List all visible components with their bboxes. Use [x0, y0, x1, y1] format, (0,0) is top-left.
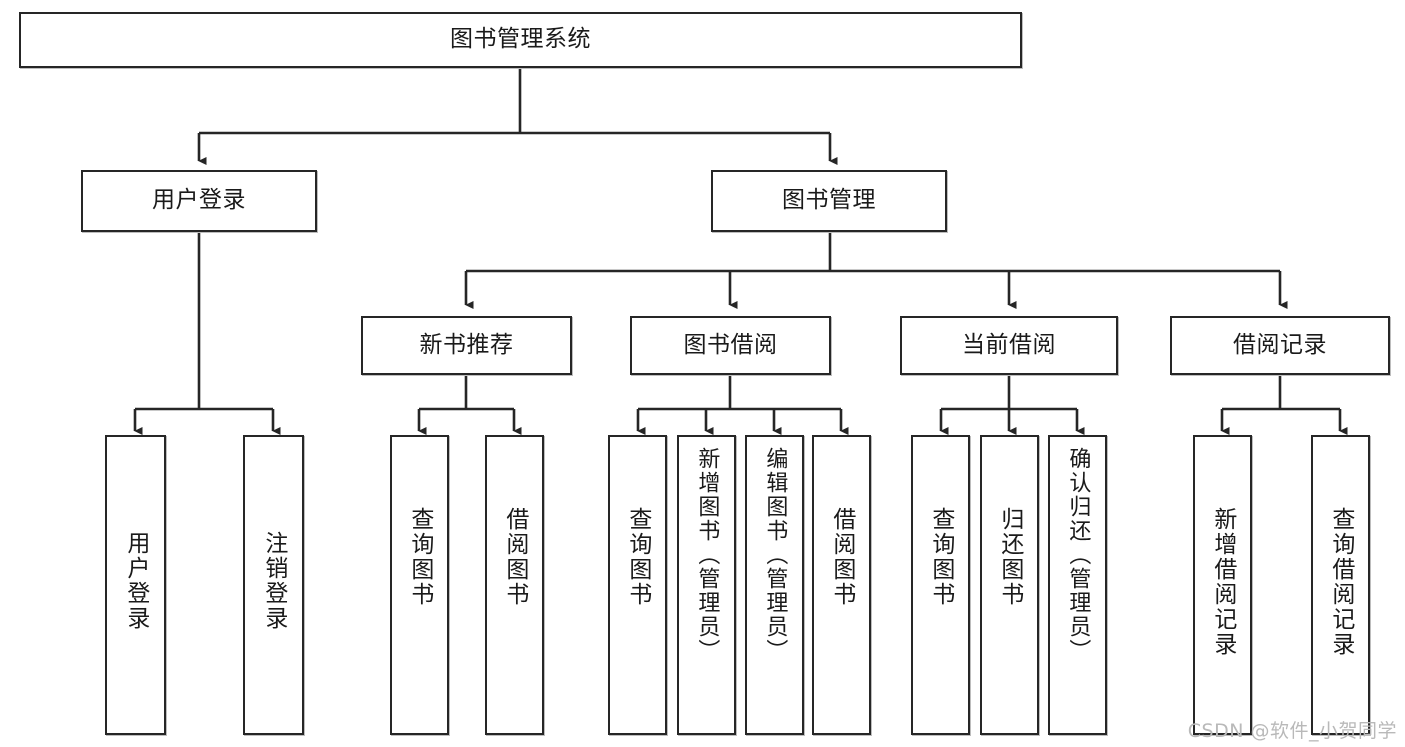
node-label: 查询借阅记录: [1327, 507, 1354, 657]
leaf-current-return-book[interactable]: 归还图书: [980, 435, 1039, 735]
node-label: 新书推荐: [419, 331, 514, 358]
node-new-book-recommend[interactable]: 新书推荐: [361, 316, 572, 375]
node-label: 查询图书: [406, 507, 433, 607]
node-label: 确认归还（管理员）: [1065, 447, 1091, 663]
leaf-current-confirm-return-admin[interactable]: 确认归还（管理员）: [1048, 435, 1107, 735]
leaf-borrow-query-book[interactable]: 查询图书: [608, 435, 667, 735]
node-label: 图书管理系统: [450, 26, 591, 53]
leaf-borrow-edit-book-admin[interactable]: 编辑图书（管理员）: [745, 435, 804, 735]
node-label: 用户登录: [122, 531, 149, 631]
node-label: 当前借阅: [962, 331, 1056, 358]
node-label: 借阅图书: [501, 507, 528, 607]
node-label: 新增图书（管理员）: [694, 447, 720, 663]
leaf-current-query-book[interactable]: 查询图书: [911, 435, 970, 735]
node-user-login[interactable]: 用户登录: [81, 170, 317, 232]
node-label: 归还图书: [996, 507, 1023, 607]
leaf-borrow-add-book-admin[interactable]: 新增图书（管理员）: [677, 435, 736, 735]
leaf-new-book-query[interactable]: 查询图书: [390, 435, 449, 735]
node-book-management[interactable]: 图书管理: [711, 170, 947, 232]
leaf-user-logout[interactable]: 注销登录: [243, 435, 304, 735]
node-label: 编辑图书（管理员）: [762, 447, 788, 663]
node-label: 查询图书: [624, 507, 651, 607]
leaf-borrow-borrow-book[interactable]: 借阅图书: [812, 435, 871, 735]
node-borrow-record[interactable]: 借阅记录: [1170, 316, 1390, 375]
leaf-new-book-borrow[interactable]: 借阅图书: [485, 435, 544, 735]
node-label: 图书管理: [782, 187, 876, 214]
node-root-system[interactable]: 图书管理系统: [19, 12, 1022, 68]
node-label: 注销登录: [260, 531, 287, 631]
node-current-borrow[interactable]: 当前借阅: [900, 316, 1118, 375]
leaf-record-add[interactable]: 新增借阅记录: [1193, 435, 1252, 735]
node-label: 图书借阅: [683, 331, 778, 358]
node-label: 借阅图书: [828, 507, 855, 607]
node-book-borrow[interactable]: 图书借阅: [630, 316, 831, 375]
csdn-watermark: CSDN @软件_小贺同学: [1187, 720, 1397, 742]
node-label: 借阅记录: [1233, 331, 1327, 358]
node-label: 查询图书: [927, 507, 954, 607]
leaf-record-query[interactable]: 查询借阅记录: [1311, 435, 1370, 735]
node-label: 新增借阅记录: [1209, 507, 1236, 657]
node-label: 用户登录: [152, 187, 246, 214]
leaf-user-login[interactable]: 用户登录: [105, 435, 166, 735]
